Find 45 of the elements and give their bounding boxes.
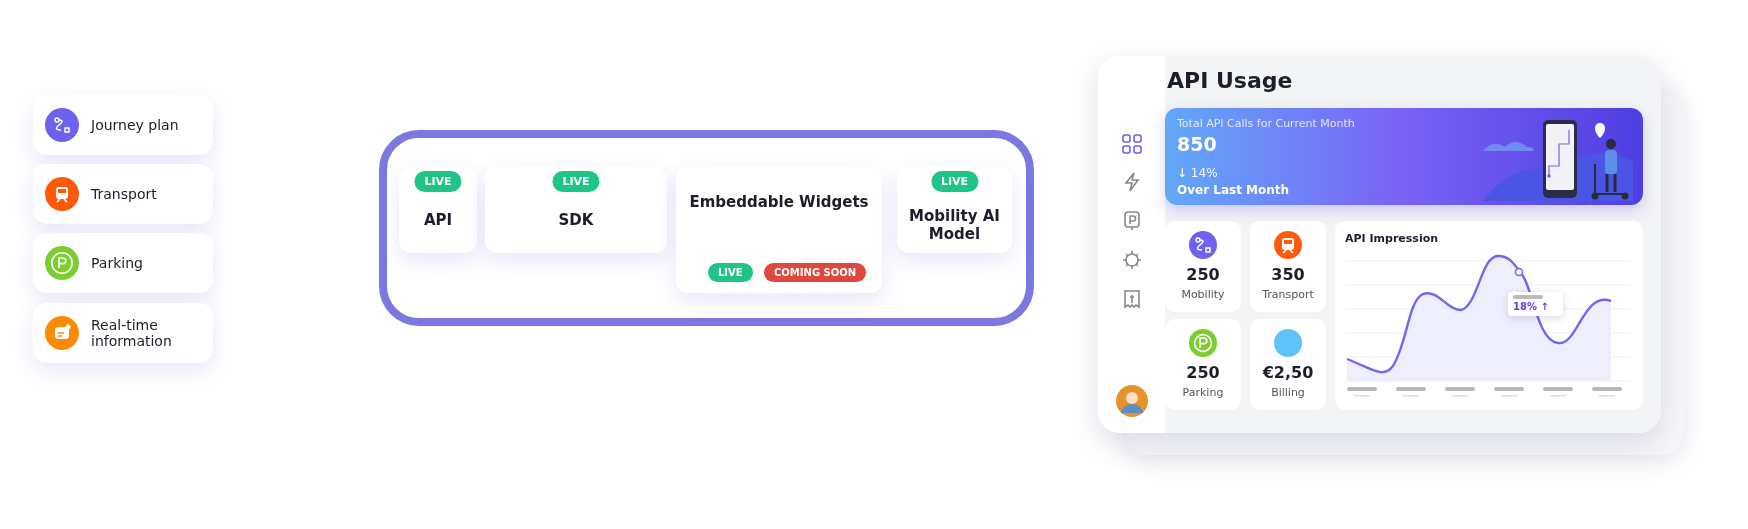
status-badge: LIVE xyxy=(930,171,979,192)
change-caption: Over Last Month xyxy=(1177,183,1290,197)
stat-value: 350 xyxy=(1270,265,1306,284)
product-title: Embeddable Widgets xyxy=(688,193,870,211)
change-percent: ↓ 14% xyxy=(1177,166,1218,180)
status-badge: LIVE xyxy=(708,263,753,282)
chart-title: API Impression xyxy=(1345,232,1439,245)
chart-tooltip xyxy=(1508,292,1563,316)
summary-banner xyxy=(1165,108,1643,205)
tooltip-value: 18% ↑ xyxy=(1513,301,1549,312)
product-title: Mobility AI Model xyxy=(908,207,1001,243)
product-card xyxy=(897,167,1012,253)
dashboard-title: API Usage xyxy=(1167,68,1293,93)
product-card xyxy=(399,167,477,253)
feature-label: Journey plan xyxy=(91,117,179,133)
feature-label: Transport xyxy=(91,186,157,202)
chart-card xyxy=(1335,221,1643,410)
total-value: 850 xyxy=(1177,133,1217,155)
stat-value: 250 xyxy=(1185,363,1221,382)
stat-label: Billing xyxy=(1270,386,1306,399)
stat-value: €2,50 xyxy=(1261,363,1315,382)
feature-card xyxy=(33,233,213,293)
stat-label: Transport xyxy=(1261,288,1315,301)
product-title: SDK xyxy=(557,211,595,229)
stat-label: Mobility xyxy=(1180,288,1226,301)
status-badge: COMING SOON xyxy=(764,263,867,282)
feature-card xyxy=(33,303,213,363)
feature-label: Parking xyxy=(91,255,143,271)
product-card xyxy=(485,167,667,253)
dashboard-window xyxy=(1098,56,1661,433)
stat-value: 250 xyxy=(1185,265,1221,284)
platform-panel xyxy=(379,130,1034,326)
banner-caption: Total API Calls for Current Month xyxy=(1177,117,1355,130)
status-badge: LIVE xyxy=(552,171,600,192)
status-badge: LIVE xyxy=(414,171,462,192)
stat-card xyxy=(1250,319,1326,410)
product-card xyxy=(676,167,882,293)
product-title: API xyxy=(422,211,454,229)
stat-label: Parking xyxy=(1181,386,1225,399)
feature-card xyxy=(33,164,213,224)
stat-card xyxy=(1165,221,1241,312)
stat-card xyxy=(1165,319,1241,410)
feature-label: Real-time information xyxy=(91,317,173,349)
stat-card xyxy=(1250,221,1326,312)
feature-card xyxy=(33,95,213,155)
